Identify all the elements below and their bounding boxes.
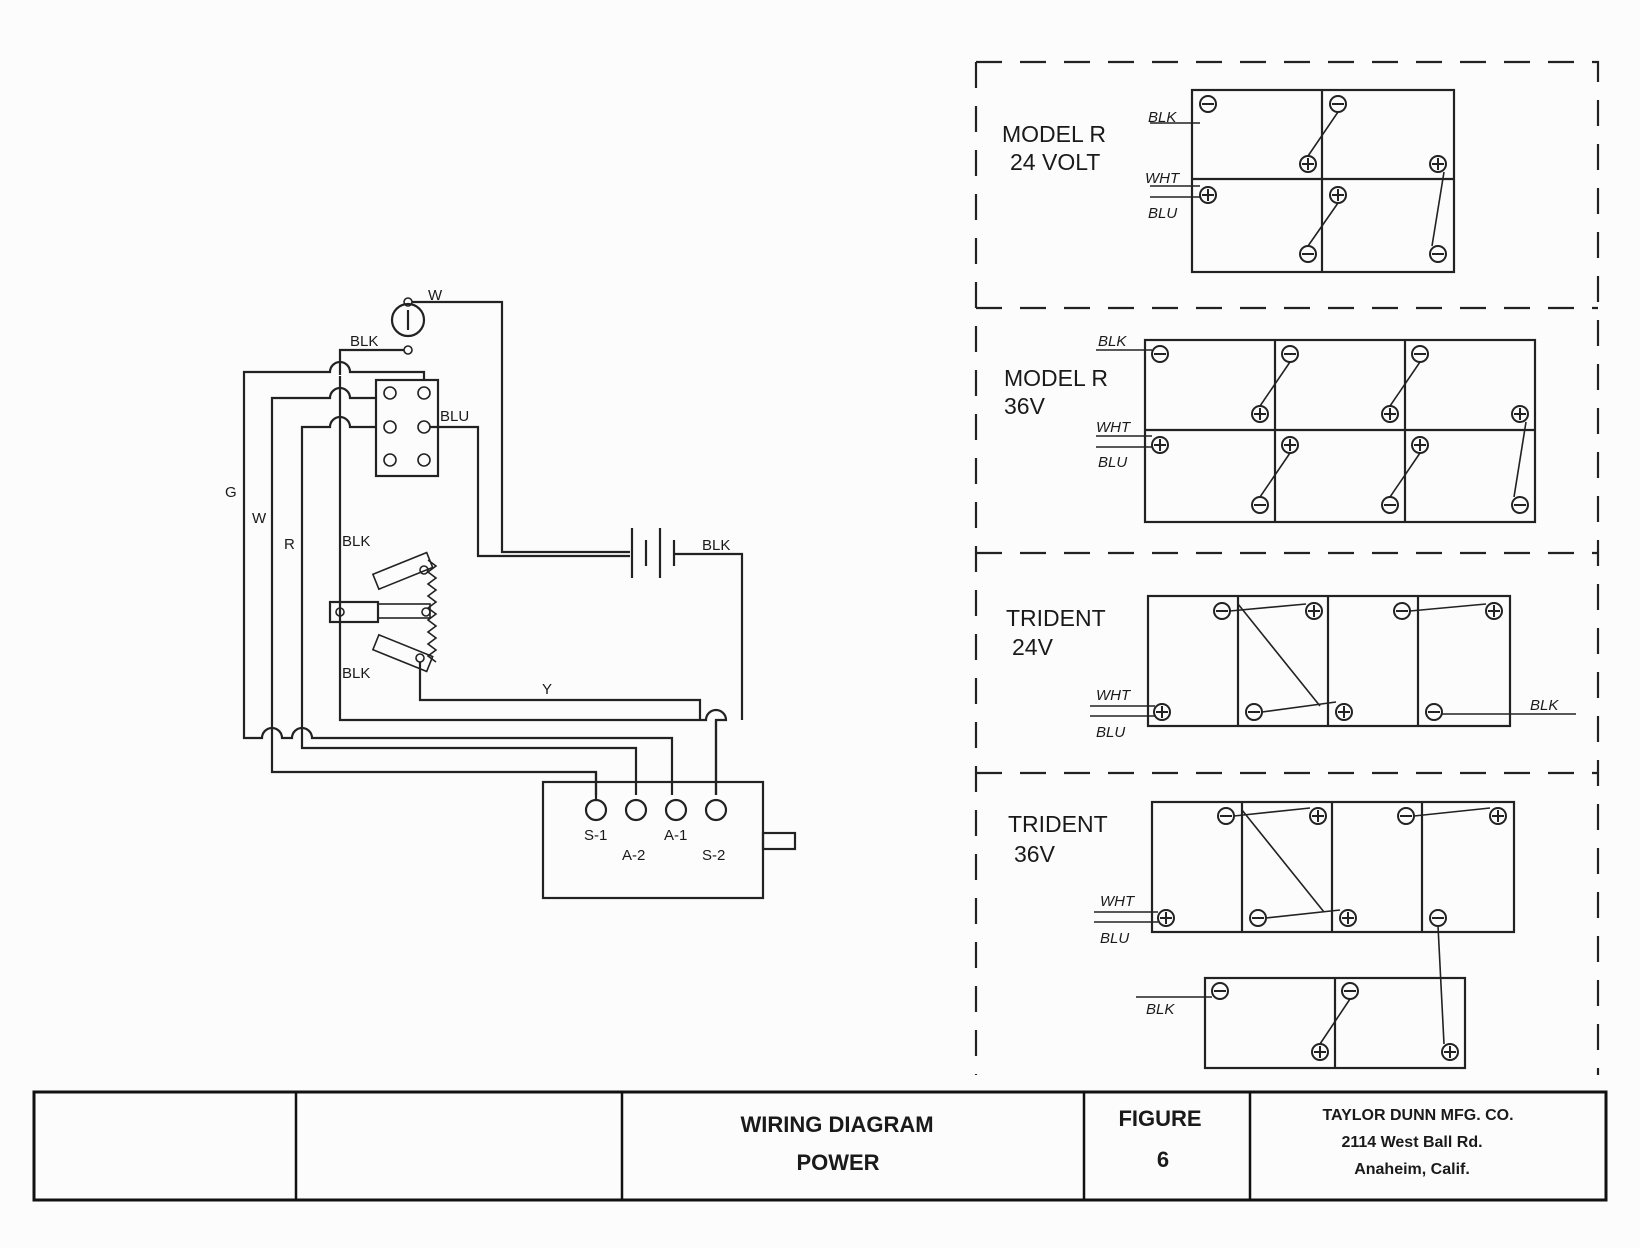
wire-label-y: Y [542, 681, 552, 698]
wire-label-blk-top: BLK [350, 333, 378, 350]
wire-label-blk-mid: BLK [342, 533, 370, 550]
wire-label-blu: BLU [1100, 930, 1129, 947]
panel-title-line2: 36V [1004, 393, 1046, 419]
battery-panels: MODEL R 24 VOLT BLK WHT BLU MODEL R 36V [974, 60, 1600, 1075]
wire-label-wht: WHT [1100, 893, 1136, 910]
wire-label-w-top: W [428, 287, 443, 304]
wire-label-blu: BLU [1096, 724, 1125, 741]
battery-symbol [630, 528, 744, 720]
wire-label-blu: BLU [1148, 205, 1177, 222]
title-line-2: POWER [796, 1150, 879, 1175]
wire-label-blk: BLK [1530, 697, 1559, 714]
figure-number: 6 [1157, 1147, 1169, 1172]
wire-label-wht: WHT [1096, 419, 1132, 436]
wire-label-r: R [284, 536, 295, 553]
motor: S-1 A-2 A-1 S-2 [541, 772, 797, 900]
wire-label-wht: WHT [1145, 170, 1181, 187]
company-name: TAYLOR DUNN MFG. CO. [1322, 1107, 1513, 1124]
panel-model-r-36v: MODEL R 36V BLK WHT BLU [1004, 333, 1537, 524]
wire-label-blk: BLK [1146, 1001, 1175, 1018]
wire-label-wht: WHT [1096, 687, 1132, 704]
forward-reverse-switch [374, 378, 440, 478]
wire-label-g: G [225, 484, 237, 501]
gauge-symbol [390, 297, 426, 355]
panel-trident-36v: TRIDENT 36V WHT BLU BLK [1008, 800, 1516, 1070]
company-address: 2114 West Ball Rd. [1341, 1134, 1482, 1151]
wire-label-blk: BLK [1098, 333, 1127, 350]
title-line-1: WIRING DIAGRAM [740, 1112, 933, 1137]
terminal-label-a1: A-1 [664, 827, 687, 844]
wire-label-w-side: W [252, 510, 267, 527]
panel-title-line2: 24V [1012, 634, 1054, 660]
wire-label-blk: BLK [1148, 109, 1177, 126]
terminal-label-a2: A-2 [622, 847, 645, 864]
terminal-label-s1: S-1 [584, 827, 607, 844]
panel-title-line1: TRIDENT [1006, 605, 1106, 631]
power-schematic: W BLK BLU G W R BLK BLK [225, 287, 797, 900]
wire-label-blk-batt: BLK [702, 537, 730, 554]
title-block: WIRING DIAGRAM POWER FIGURE 6 TAYLOR DUN… [32, 1090, 1608, 1202]
panel-title-line1: MODEL R [1004, 365, 1108, 391]
panel-title-line1: TRIDENT [1008, 811, 1108, 837]
panel-title-line2: 36V [1014, 841, 1056, 867]
panel-title-line2: 24 VOLT [1010, 149, 1100, 175]
company-city: Anaheim, Calif. [1354, 1161, 1470, 1178]
wire-label-blk-low: BLK [342, 665, 370, 682]
solenoid-assembly [328, 551, 438, 673]
wire-label-blu: BLU [440, 408, 469, 425]
wire-label-blu: BLU [1098, 454, 1127, 471]
terminal-label-s2: S-2 [702, 847, 725, 864]
figure-label: FIGURE [1118, 1106, 1201, 1131]
panel-model-r-24v: MODEL R 24 VOLT BLK WHT BLU [1002, 88, 1456, 274]
panel-trident-24v: TRIDENT 24V WHT BLU BLK [1006, 594, 1576, 741]
panel-title-line1: MODEL R [1002, 121, 1106, 147]
